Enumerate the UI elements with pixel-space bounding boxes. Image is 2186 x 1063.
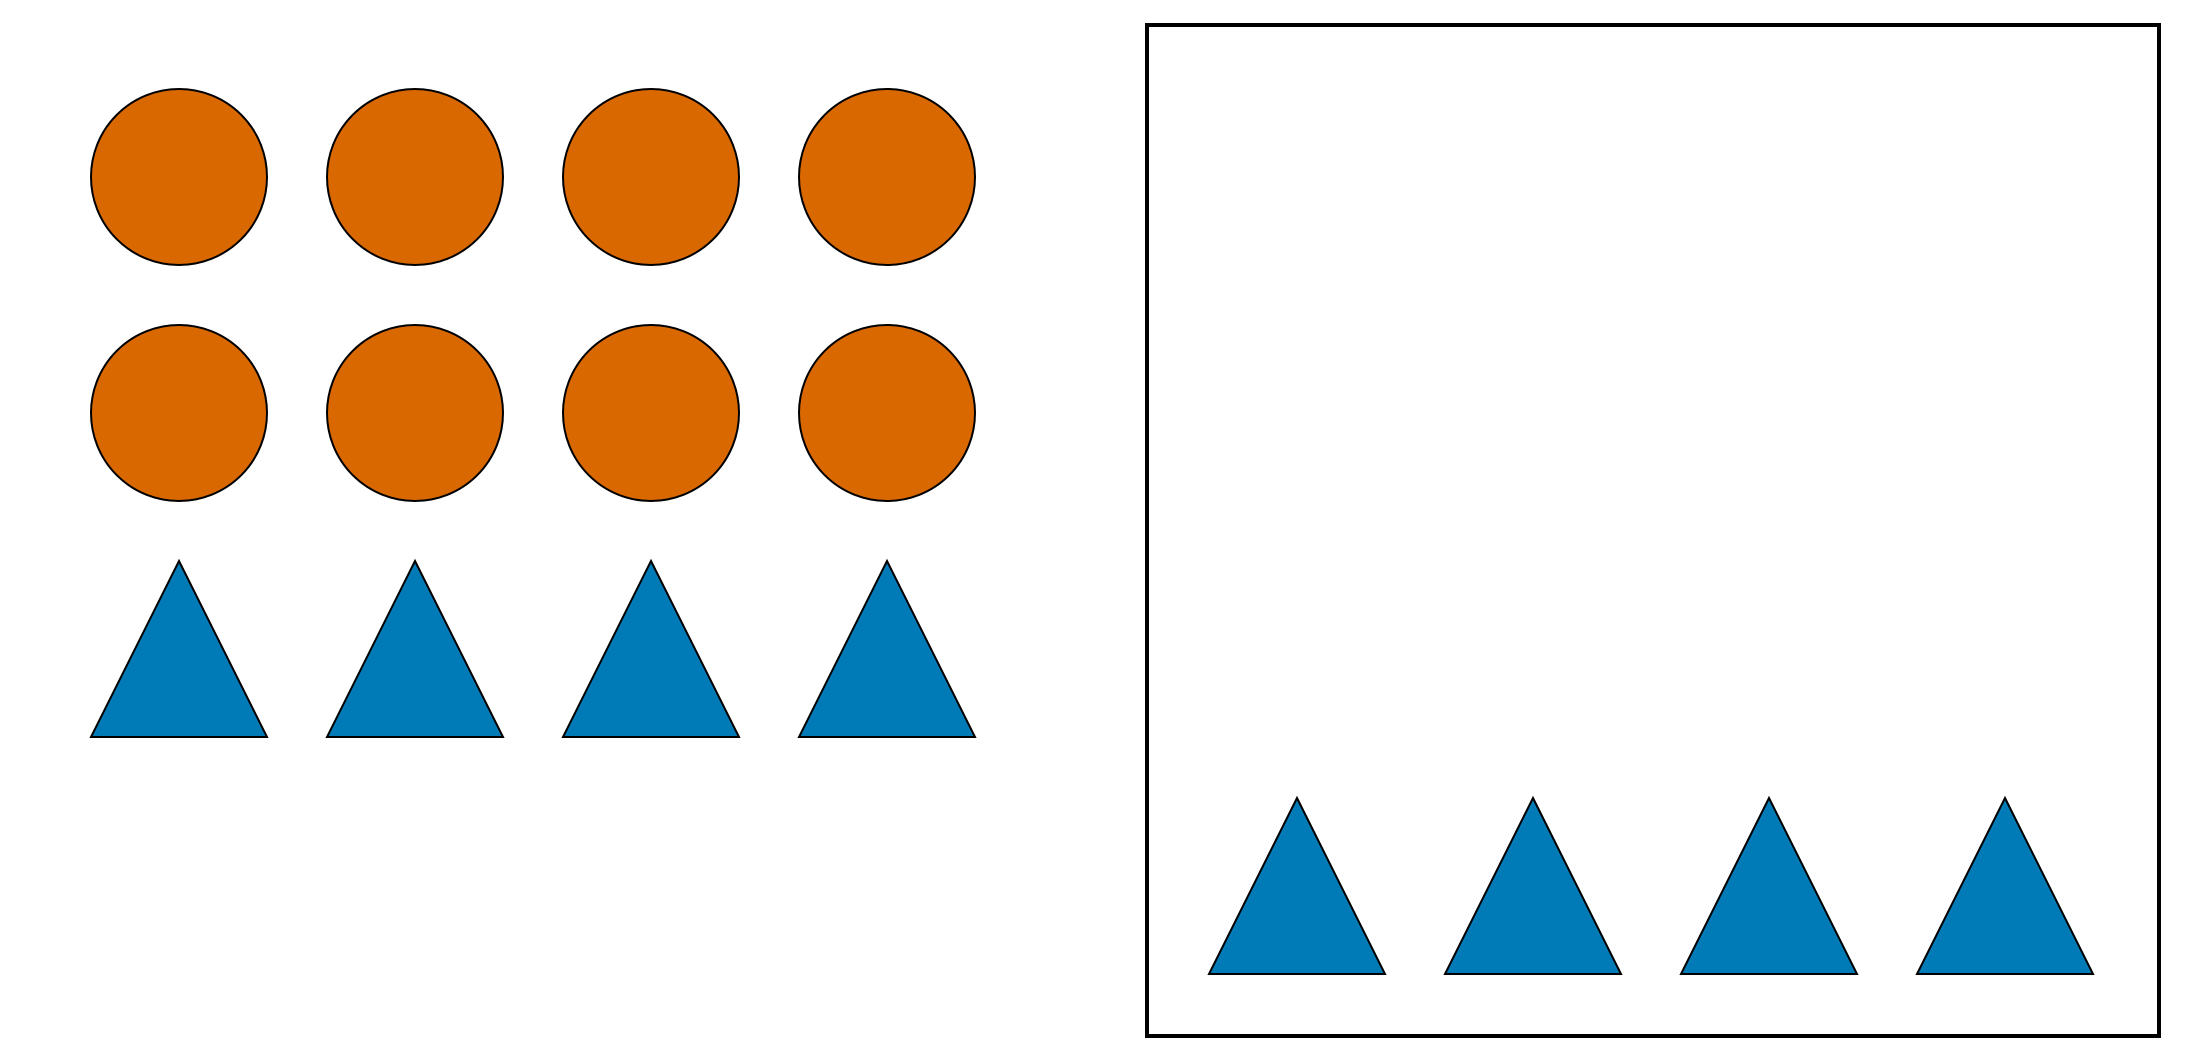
blue-triangle — [561, 558, 741, 738]
blue-triangle — [1915, 795, 2095, 975]
orange-circle — [562, 324, 740, 502]
orange-circle — [326, 324, 504, 502]
orange-circle — [90, 324, 268, 502]
blue-triangle — [1679, 795, 1859, 975]
blue-triangle — [325, 558, 505, 738]
orange-circle — [798, 88, 976, 266]
right-box-frame — [1145, 23, 2161, 1038]
orange-circle — [798, 324, 976, 502]
right-box-shape-group — [1207, 795, 2095, 975]
blue-triangle — [1207, 795, 1387, 975]
orange-circle — [90, 88, 268, 266]
blue-triangle — [1443, 795, 1623, 975]
blue-triangle — [797, 558, 977, 738]
blue-triangle — [89, 558, 269, 738]
left-shape-group — [89, 88, 977, 738]
orange-circle — [562, 88, 740, 266]
orange-circle — [326, 88, 504, 266]
